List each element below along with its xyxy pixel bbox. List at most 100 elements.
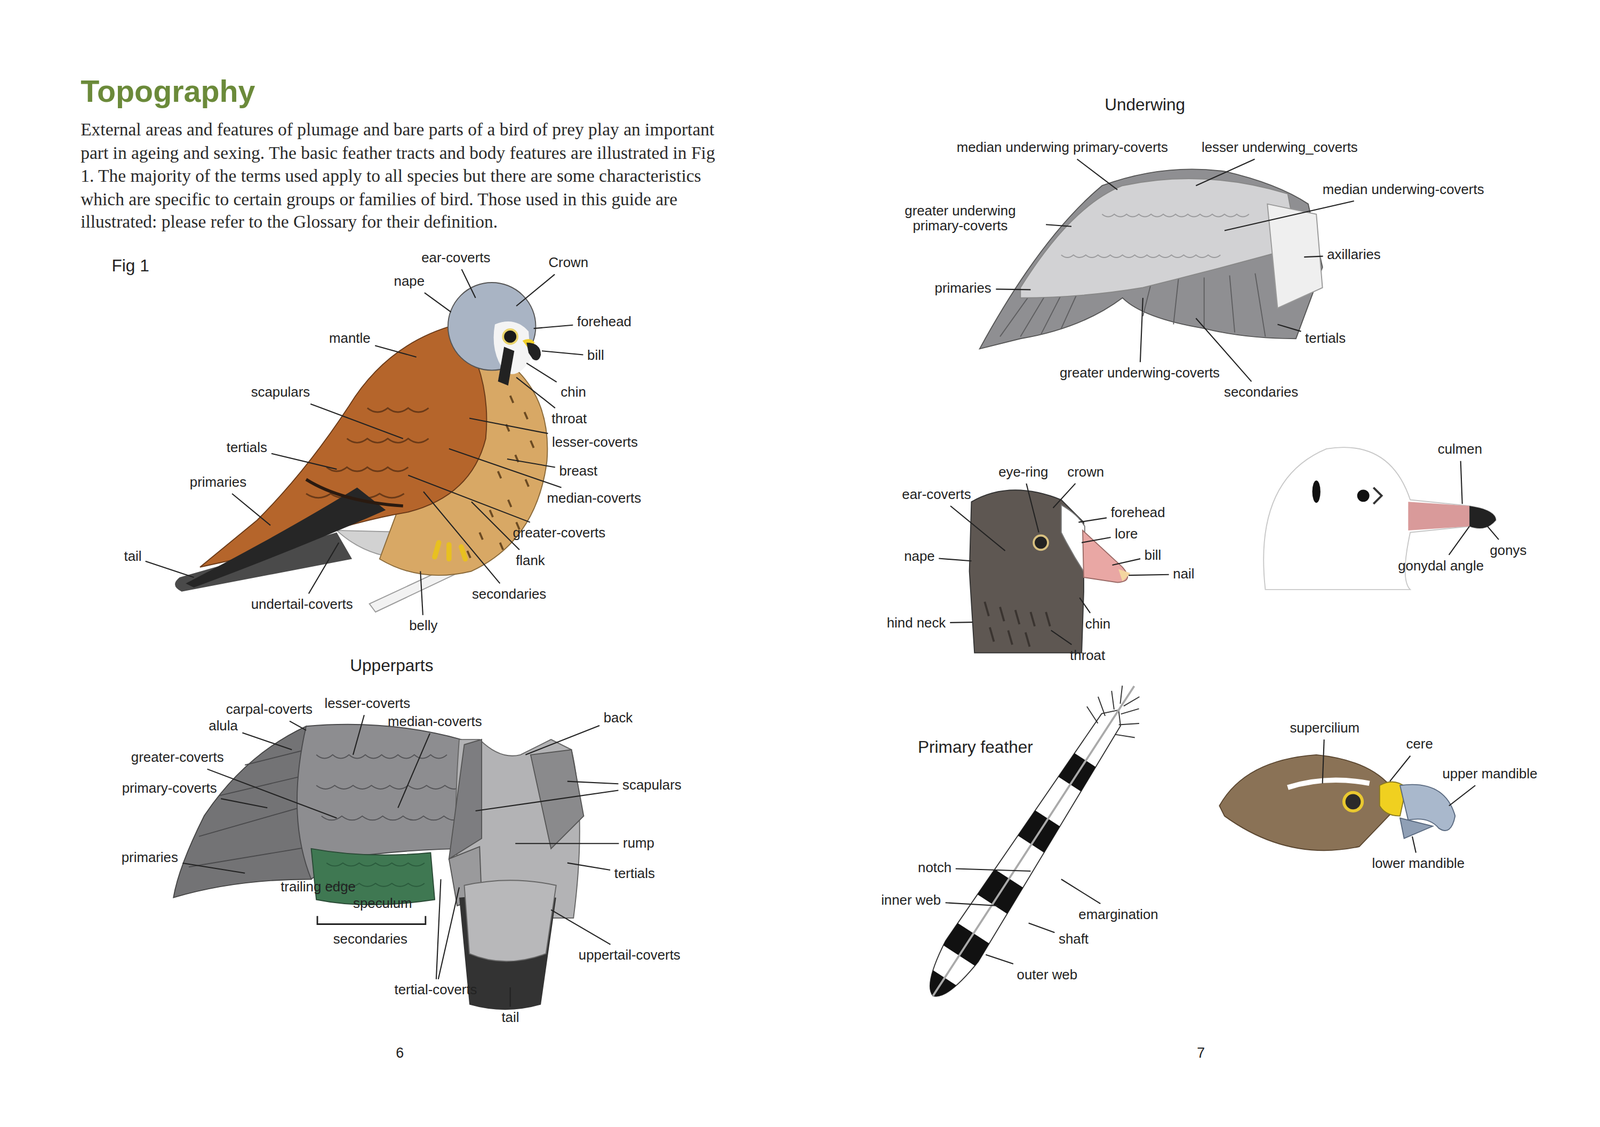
raptor-head-illustration: [1219, 755, 1455, 851]
leader-line: [1195, 158, 1255, 186]
part-label: tertials: [226, 440, 268, 456]
part-label: upper mandible: [1442, 766, 1538, 783]
underwing-illustration-part: [1020, 178, 1298, 299]
kestrel-illustration-part: [502, 329, 518, 344]
part-label: scapulars: [622, 777, 682, 794]
leader-line: [1053, 483, 1076, 509]
part-label: median-coverts: [547, 490, 642, 507]
leader-line: [949, 621, 973, 624]
part-label: axillaries: [1326, 246, 1381, 263]
section-heading: Fig 1: [112, 255, 150, 275]
leader-line: [541, 350, 583, 355]
part-label: lesser-coverts: [324, 696, 411, 712]
gull-head-illustration-part: [1357, 489, 1370, 502]
leader-line: [461, 269, 476, 299]
part-label: rump: [622, 835, 655, 852]
raptor-head-illustration-part: [1344, 793, 1363, 812]
gull-head-illustration-part: [1469, 506, 1496, 529]
part-label: ear-coverts: [901, 486, 971, 503]
leader-line: [985, 955, 1014, 965]
part-label: tertial-coverts: [394, 982, 477, 999]
part-label: gonys: [1489, 542, 1527, 559]
part-label: speculum: [353, 896, 413, 912]
leader-line: [182, 863, 245, 874]
gull-head-illustration: [1263, 447, 1496, 590]
part-label: emargination: [1078, 907, 1158, 924]
leader-line: [271, 453, 337, 470]
leader-line: [1045, 224, 1072, 227]
part-label: tertials: [614, 866, 655, 883]
part-label: carpal-coverts: [226, 701, 313, 718]
goose-head-illustration-part: [1033, 535, 1048, 550]
part-label: culmen: [1437, 441, 1483, 458]
part-label: notch: [917, 860, 952, 877]
part-label: chin: [1085, 616, 1111, 633]
leader-line: [1078, 517, 1107, 523]
upperparts-illustration-part: [449, 739, 482, 860]
leader-line: [1449, 785, 1476, 806]
part-label: tail: [123, 548, 142, 565]
part-label: Crown: [548, 254, 589, 271]
kestrel-illustration-part: [434, 542, 466, 560]
raptor-head-illustration-part: [1219, 755, 1408, 851]
goose-head-illustration-part: [1061, 505, 1085, 574]
part-label: lesser underwing_coverts: [1201, 139, 1358, 156]
part-label: hind neck: [886, 615, 947, 632]
part-label: secondaries: [333, 931, 408, 948]
leader-line: [550, 910, 611, 946]
leader-line: [1128, 574, 1170, 576]
leader-line: [1224, 201, 1355, 231]
goose-head-illustration: [969, 490, 1131, 653]
primary-feather-illustration: [907, 670, 1158, 1015]
part-label: scapulars: [251, 384, 311, 401]
part-label: throat: [1069, 648, 1106, 664]
underwing-illustration-part: [1267, 204, 1323, 309]
leader-line: [995, 288, 1031, 291]
kestrel-illustration-part: [200, 324, 487, 567]
leader-line: [469, 418, 548, 434]
part-label: outer web: [1017, 967, 1078, 984]
leader-line: [1051, 630, 1072, 645]
primary-feather-illustration-part: [1082, 675, 1156, 745]
kestrel-illustration-part: [306, 408, 429, 498]
leader-line: [1140, 298, 1143, 363]
part-label: median underwing primary-coverts: [956, 139, 1168, 156]
part-label: nape: [904, 548, 935, 565]
part-label: flank: [515, 553, 546, 570]
gull-head-illustration-part: [1312, 480, 1321, 503]
part-label: inner web: [881, 892, 941, 909]
primary-feather-illustration-part: [932, 686, 1134, 997]
leader-line: [374, 345, 416, 357]
upperparts-illustration-part: [464, 880, 557, 962]
part-label: undertail-coverts: [251, 596, 354, 613]
part-label: bill: [587, 347, 605, 364]
part-label: nape: [394, 273, 425, 290]
part-label: belly: [409, 618, 438, 635]
leader-line: [232, 493, 271, 526]
part-label: primaries: [189, 474, 247, 491]
leader-line: [423, 491, 500, 584]
leader-line: [1277, 324, 1301, 332]
raptor-head-illustration-part: [1288, 780, 1370, 788]
part-label: forehead: [1110, 505, 1166, 522]
leader-line: [1389, 756, 1411, 782]
leader-line: [408, 475, 530, 523]
part-label: bill: [1144, 547, 1162, 564]
section-heading: Primary feather: [917, 737, 1034, 757]
part-label: lesser-coverts: [552, 434, 638, 451]
leader-line: [507, 459, 556, 468]
part-label: secondaries: [472, 586, 547, 603]
raptor-head-illustration-part: [1400, 818, 1433, 839]
leader-line: [420, 571, 423, 615]
part-label: median-coverts: [387, 714, 483, 731]
part-label: back: [603, 710, 634, 727]
leader-line: [533, 325, 574, 329]
part-label: primary-coverts: [122, 780, 218, 797]
upperparts-illustration: [173, 724, 584, 1011]
leader-line: [1028, 923, 1055, 934]
part-label: lore: [1114, 526, 1138, 543]
leader-line: [1485, 524, 1499, 540]
leader-line: [471, 501, 520, 550]
leader-line: [424, 292, 452, 312]
